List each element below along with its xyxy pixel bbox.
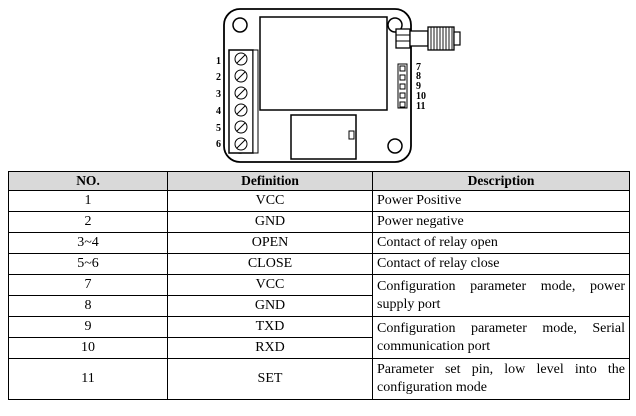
cell-description: Power Positive: [372, 190, 630, 212]
header-definition: Definition: [167, 171, 373, 191]
antenna-connector: [395, 26, 461, 51]
pin-label-4: 4: [216, 106, 221, 117]
cell-definition: GND: [167, 295, 373, 317]
cell-definition: SET: [167, 358, 373, 400]
cell-no: 1: [8, 190, 168, 212]
cell-definition: VCC: [167, 274, 373, 296]
terminal-block: [228, 49, 259, 154]
cell-no: 8: [8, 295, 168, 317]
chip-mark: [348, 130, 355, 140]
table-row: 10 RXD: [8, 337, 630, 359]
table-row: 5~6 CLOSE Contact of relay close: [8, 253, 630, 275]
mount-hole: [387, 17, 403, 33]
table-row: 7 VCC Configuration parameter mode, powe…: [8, 274, 630, 317]
table-row: 2 GND Power negative: [8, 211, 630, 233]
cell-no: 11: [8, 358, 168, 400]
cell-no: 9: [8, 316, 168, 338]
cell-definition: RXD: [167, 337, 373, 359]
board-outline: [223, 8, 412, 163]
cell-definition: CLOSE: [167, 253, 373, 275]
pin-label-7: 7: [416, 62, 421, 73]
cell-description: Contact of relay close: [372, 253, 630, 275]
pin-label-9: 9: [416, 81, 421, 92]
table-row: 8 GND: [8, 295, 630, 317]
table-row: 3~4 OPEN Contact of relay open: [8, 232, 630, 254]
cell-no: 2: [8, 211, 168, 233]
cell-no: 10: [8, 337, 168, 359]
cell-no: 7: [8, 274, 168, 296]
pin-label-11: 11: [416, 101, 425, 112]
cell-description: Configuration parameter mode, power supp…: [372, 274, 630, 317]
cell-description: Contact of relay open: [372, 232, 630, 254]
chip: [290, 114, 357, 160]
header-no: NO.: [8, 171, 168, 191]
header-description: Description: [372, 171, 630, 191]
cell-description: Power negative: [372, 211, 630, 233]
cell-no: 5~6: [8, 253, 168, 275]
table-row: 11 SET Parameter set pin, low level into…: [8, 358, 630, 400]
pin-label-10: 10: [416, 91, 426, 102]
pin-label-3: 3: [216, 89, 221, 100]
table-row: 9 TXD Configuration parameter mode, Seri…: [8, 316, 630, 359]
mount-hole: [232, 17, 248, 33]
pin-definition-table: NO. Definition Description 1 VCC Power P…: [8, 171, 630, 400]
pin-label-6: 6: [216, 139, 221, 150]
cell-definition: GND: [167, 211, 373, 233]
cell-description: Configuration parameter mode, Serial com…: [372, 316, 630, 359]
table-row: 1 VCC Power Positive: [8, 190, 630, 212]
cell-description: Parameter set pin, low level into the co…: [372, 358, 630, 400]
pin-label-5: 5: [216, 123, 221, 134]
pin-label-1: 1: [216, 56, 221, 67]
table-header-row: NO. Definition Description: [8, 171, 630, 191]
module-diagram: 1 2 3 4 5 6 7 8 9 10 11: [216, 8, 461, 163]
relay-block: [259, 16, 388, 111]
cell-definition: VCC: [167, 190, 373, 212]
pin-label-2: 2: [216, 72, 221, 83]
config-header: [397, 63, 408, 109]
cell-definition: TXD: [167, 316, 373, 338]
pin-label-8: 8: [416, 71, 421, 82]
cell-no: 3~4: [8, 232, 168, 254]
cell-definition: OPEN: [167, 232, 373, 254]
mount-hole: [387, 138, 403, 154]
